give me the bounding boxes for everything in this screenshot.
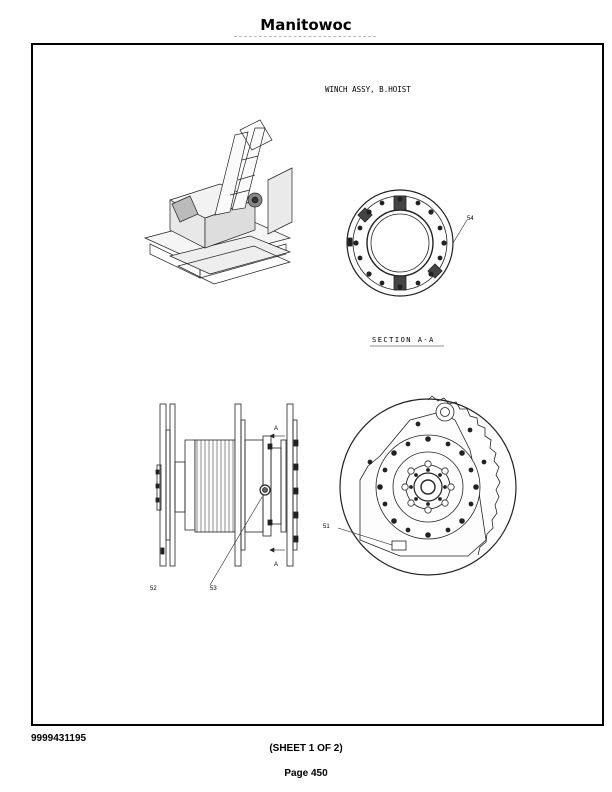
winch-side-view	[155, 403, 299, 586]
callout-51: 51	[323, 524, 330, 530]
header-divider	[234, 36, 376, 38]
section-cut-bottom: A	[274, 562, 278, 568]
document-number: 9999431195	[31, 733, 87, 744]
crane-illustration	[143, 119, 293, 285]
ring-view	[346, 189, 468, 297]
drawing-title: WINCH ASSY, B.HOIST	[325, 85, 411, 94]
section-cut-top: A	[274, 426, 278, 432]
section-label: SECTION A-A	[372, 336, 435, 344]
drawing-frame	[31, 43, 604, 726]
page-number: Page 450	[284, 768, 328, 779]
brand-header: Manitowoc	[260, 16, 352, 34]
callout-54: 54	[467, 216, 474, 222]
section-aa-view	[337, 395, 517, 576]
callout-52: 52	[150, 586, 157, 592]
callout-53: 53	[210, 586, 217, 592]
sheet-indicator: (SHEET 1 OF 2)	[269, 743, 343, 754]
